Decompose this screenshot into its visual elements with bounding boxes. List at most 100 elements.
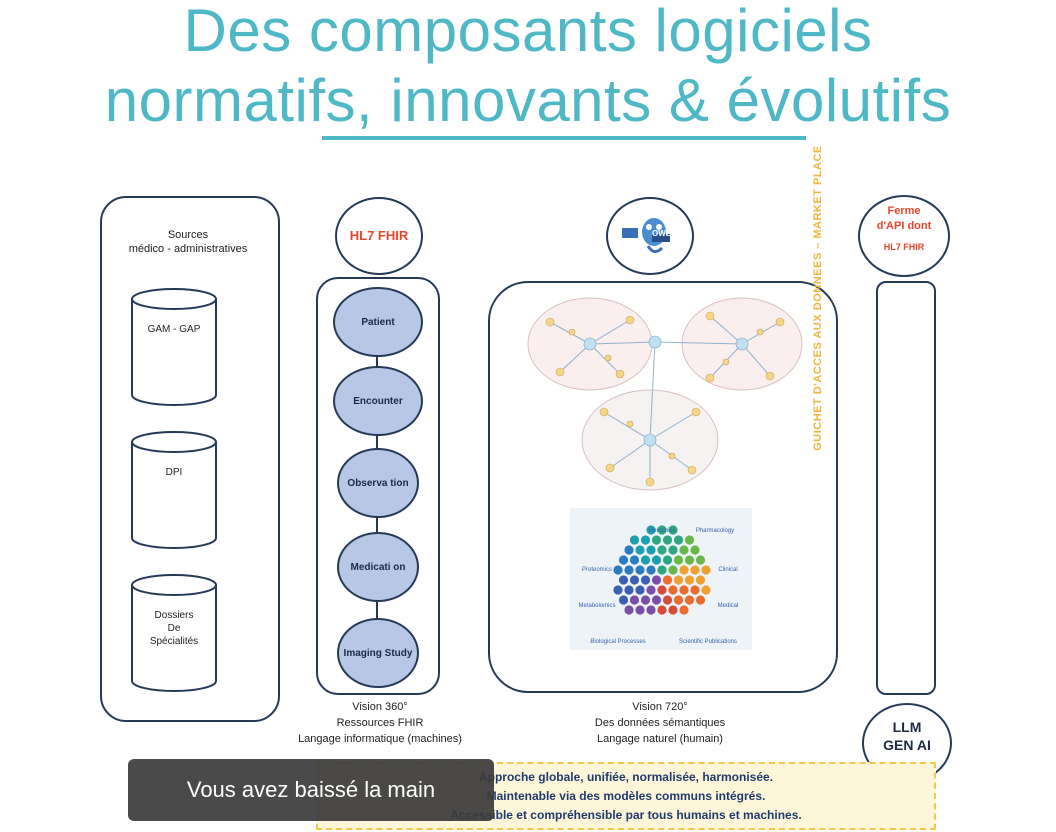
fhir-caption-line3: Langage informatique (machines) — [298, 733, 462, 745]
omics-hex-dot — [673, 595, 684, 605]
connector — [376, 432, 378, 452]
omics-hex-dot — [646, 545, 656, 555]
fhir-resource-observation: Observa tion — [337, 448, 419, 518]
omics-label: Genomics — [648, 528, 676, 534]
database-label: Dossiers — [154, 610, 194, 621]
api-farm-title-line2: d'API dont — [876, 220, 932, 232]
omics-label: Metabolomics — [578, 603, 616, 609]
omics-hex-dot — [679, 585, 689, 595]
omics-hex-dot — [695, 595, 706, 605]
omics-hex-dot — [690, 585, 700, 595]
hl7-fhir-logo-small: HL7 FHIR — [883, 242, 925, 252]
omics-hex-dot — [651, 595, 662, 605]
omics-hex-dot — [662, 555, 673, 565]
omics-label: Pharmacology — [695, 528, 735, 534]
omics-hex-dot — [657, 565, 667, 575]
omics-hex-dot — [646, 565, 656, 575]
api-farm-circle — [858, 195, 950, 277]
connector — [376, 350, 378, 370]
toast-message: Vous avez baissé la main — [186, 777, 436, 802]
omics-hex-dot — [673, 535, 684, 545]
market-place-label: GUICHET D'ACCES AUX DONNEES – MARKET PLA… — [812, 145, 824, 451]
genai-label: GEN AI — [883, 737, 931, 753]
hl7-fhir-logo: HL7 FHIR — [349, 228, 409, 243]
omics-hex-dot — [646, 585, 656, 595]
title-underline — [322, 136, 806, 140]
omics-hex-dot — [629, 575, 640, 585]
omics-hex-dot — [635, 605, 645, 615]
omics-hex-dot — [662, 535, 673, 545]
owl-logo-text: OWL — [652, 229, 671, 238]
omics-hex-dot — [651, 535, 662, 545]
omics-hex-dot — [668, 545, 678, 555]
banner-line1: Approche globale, unifiée, normalisée, h… — [478, 770, 774, 784]
fhir-caption-line2: Ressources FHIR — [336, 717, 424, 729]
semantic-caption-line1: Vision 720° — [632, 701, 688, 713]
fhir-resource-encounter: Encounter — [333, 366, 423, 436]
omics-hex-dot — [673, 575, 684, 585]
omics-hex-dot — [679, 565, 689, 575]
omics-hex-dot — [690, 565, 700, 575]
omics-hex-dot — [635, 545, 645, 555]
omics-hex-dot — [640, 575, 651, 585]
database-specialites: Dossiers De Spécialités — [130, 573, 218, 693]
omics-hex-dot — [635, 565, 645, 575]
hand-lowered-toast: Vous avez baissé la main — [128, 759, 494, 821]
omics-hex-dot — [668, 585, 678, 595]
omics-hex-dot — [629, 555, 640, 565]
omics-hex-dot — [618, 575, 629, 585]
omics-hex-dot — [684, 595, 695, 605]
omics-hex-dot — [684, 535, 695, 545]
sources-header-line2: médico - administratives — [128, 243, 248, 255]
semantic-caption-line2: Des données sémantiques — [594, 717, 726, 729]
slide-title-line1: Des composants logiciels — [183, 0, 873, 64]
database-label: De — [167, 623, 181, 634]
omics-hex-dot — [613, 585, 623, 595]
omics-hex-dot — [624, 605, 634, 615]
omics-hex-dot — [640, 535, 651, 545]
omics-label: Proteomics — [581, 567, 612, 573]
connector — [376, 512, 378, 536]
database-label: Spécialités — [149, 636, 199, 647]
omics-hex-dot — [679, 605, 689, 615]
omics-hex-dot — [657, 605, 667, 615]
omics-hex-dot — [668, 525, 678, 535]
omics-hex-dot — [646, 525, 656, 535]
omics-hex-dot — [624, 585, 634, 595]
omics-hex-dot — [657, 585, 667, 595]
omics-hex-dot — [679, 545, 689, 555]
omics-hex-dot — [668, 605, 678, 615]
omics-label: Clinical — [718, 567, 738, 573]
omics-hex-dot — [618, 595, 629, 605]
omics-hex-dot — [613, 565, 623, 575]
omics-hex-dot — [662, 595, 673, 605]
omics-hex-dot — [668, 565, 678, 575]
omics-hex-dot — [618, 555, 629, 565]
fhir-resource-medication: Medicati on — [337, 532, 419, 602]
omics-hex-dot — [629, 595, 640, 605]
omics-hex-dot — [651, 555, 662, 565]
llm-label: LLM — [892, 719, 922, 735]
fhir-resource-imaging-study: Imaging Study — [337, 618, 419, 688]
slide-title-line2: normatifs, innovants & évolutifs — [104, 67, 952, 134]
database-label: DPI — [165, 467, 183, 478]
omics-hex-dot — [640, 555, 651, 565]
market-place-panel — [876, 281, 936, 695]
semantic-caption-line3: Langage naturel (humain) — [597, 733, 723, 745]
database-gam-gap: GAM - GAP — [130, 287, 218, 407]
owl-icon — [622, 218, 670, 253]
ontology-graph-image — [527, 297, 803, 491]
omics-label: Medical — [717, 603, 739, 609]
omics-hex-dot — [695, 555, 706, 565]
omics-hex-dot — [673, 555, 684, 565]
omics-label: Scientific Publications — [678, 639, 738, 645]
omics-hex-dot — [684, 575, 695, 585]
omics-hex-dot — [657, 525, 667, 535]
sources-header-line1: Sources — [167, 229, 209, 241]
omics-hex-dot — [684, 555, 695, 565]
fhir-caption-line1: Vision 360° — [352, 701, 408, 713]
omics-hex-dot — [635, 585, 645, 595]
omics-label: Biological Processes — [590, 639, 646, 645]
omics-hex-dot — [690, 545, 700, 555]
omics-hex-dot — [640, 595, 651, 605]
